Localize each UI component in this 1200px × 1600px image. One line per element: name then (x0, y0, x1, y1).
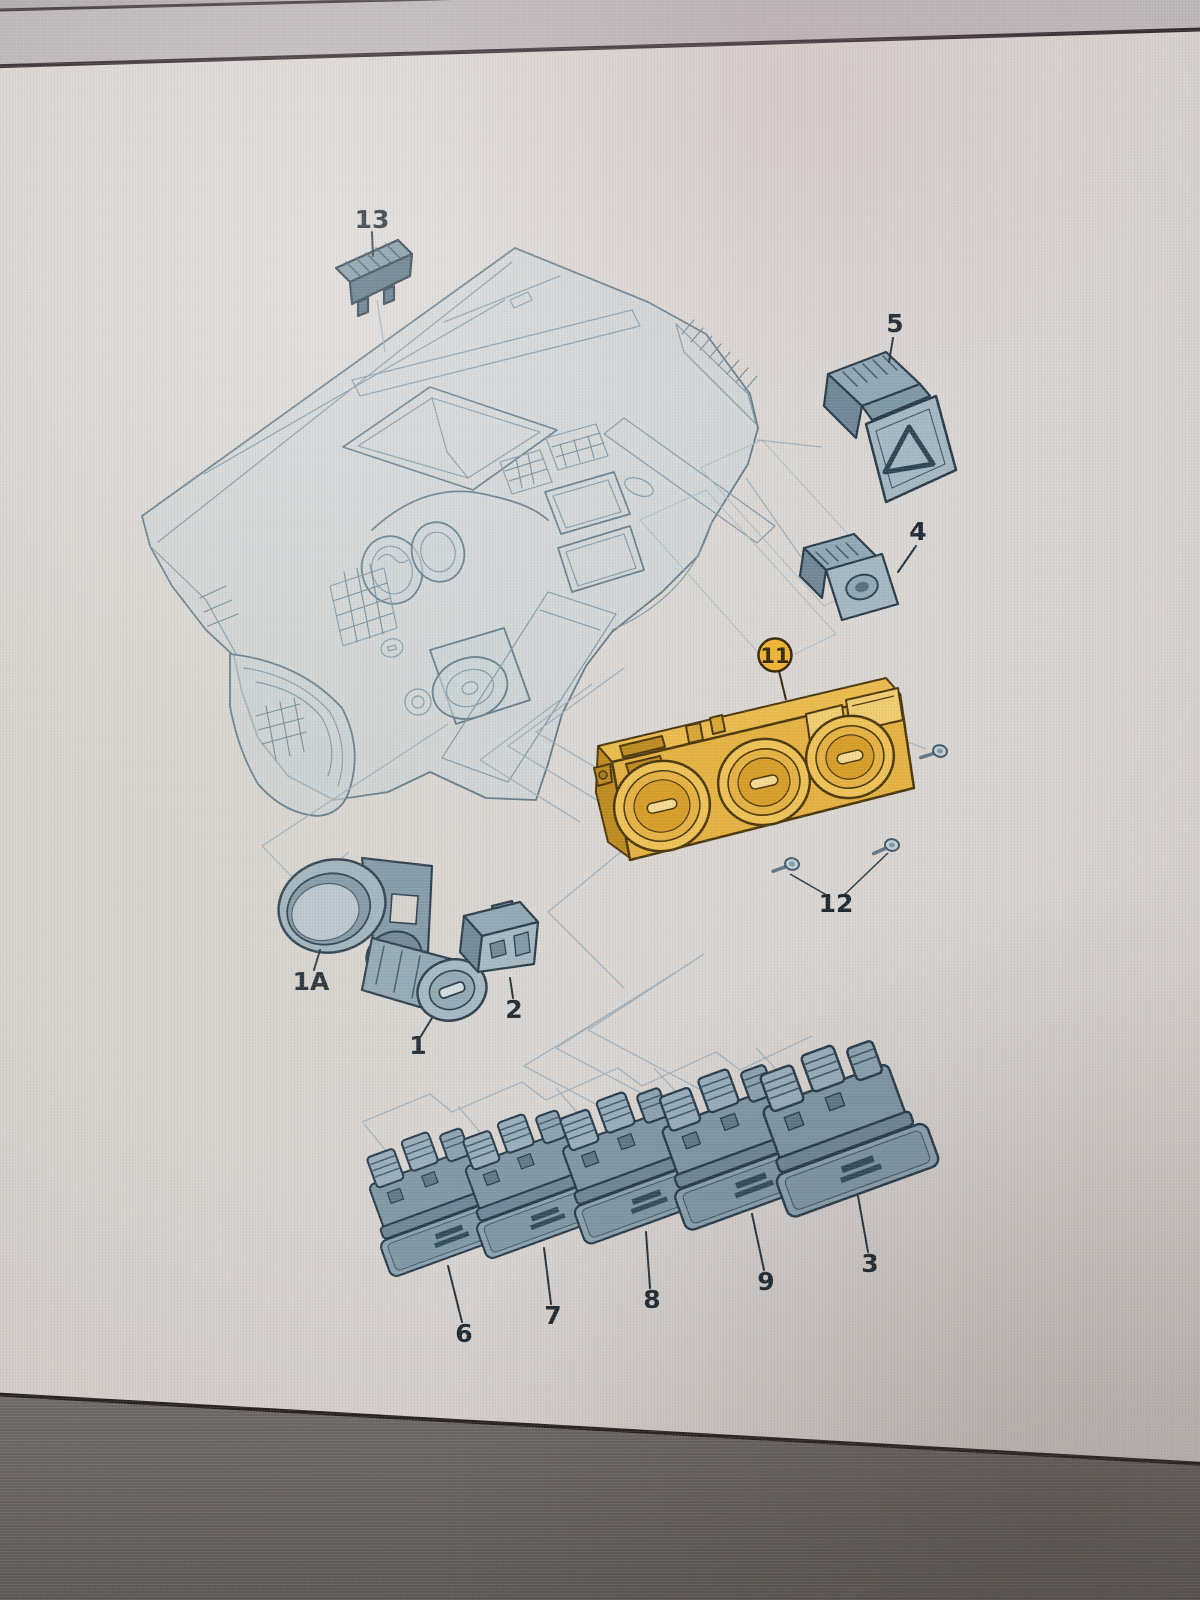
callout-4[interactable]: 4 (909, 517, 926, 546)
dashboard-sketch (141, 247, 776, 817)
knob-left[interactable] (605, 751, 719, 860)
part-8-switch[interactable]: 8 (540, 1071, 721, 1314)
callout-1[interactable]: 1 (409, 1031, 426, 1060)
callout-5[interactable]: 5 (886, 309, 903, 338)
part-2-switch[interactable]: 2 (458, 899, 540, 1024)
part-3-switch[interactable]: 3 (737, 1022, 942, 1278)
callout-3[interactable]: 3 (861, 1249, 878, 1278)
callout-9[interactable]: 9 (757, 1267, 774, 1296)
callout-11: 11 (760, 644, 789, 668)
switch-symbol-ring (845, 573, 879, 601)
callout-13[interactable]: 13 (355, 205, 390, 234)
defroster-grille-hatch (681, 319, 758, 391)
knob-right[interactable] (798, 707, 902, 807)
callout-1a[interactable]: 1A (293, 967, 330, 996)
part-6-switch[interactable]: 6 (348, 1113, 520, 1348)
screw (771, 853, 802, 878)
part-12-screws[interactable]: 12 (771, 739, 950, 918)
part-11-heater-control-unit[interactable]: 11 (593, 637, 916, 862)
callout-12[interactable]: 12 (819, 889, 854, 918)
hazard-triangle-icon (882, 424, 936, 475)
part-1a-switch-bezel[interactable]: 1A (267, 847, 434, 996)
callout-2[interactable]: 2 (505, 995, 522, 1024)
knob-center[interactable] (710, 730, 819, 834)
callout-6[interactable]: 6 (455, 1319, 472, 1348)
part-4-switch[interactable]: 4 (798, 517, 927, 622)
callout-7[interactable]: 7 (544, 1301, 561, 1330)
part-1-headlight-switch[interactable]: 1 (359, 924, 495, 1060)
callout-11-badge[interactable]: 11 (757, 637, 793, 701)
part-5-hazard-switch[interactable]: 5 (822, 309, 958, 504)
screw (919, 739, 950, 766)
part-7-switch[interactable]: 7 (444, 1095, 616, 1330)
part-9-switch[interactable]: 9 (638, 1047, 831, 1296)
part-13-switch-strip[interactable]: 13 (334, 205, 414, 318)
callout-8[interactable]: 8 (643, 1285, 660, 1314)
